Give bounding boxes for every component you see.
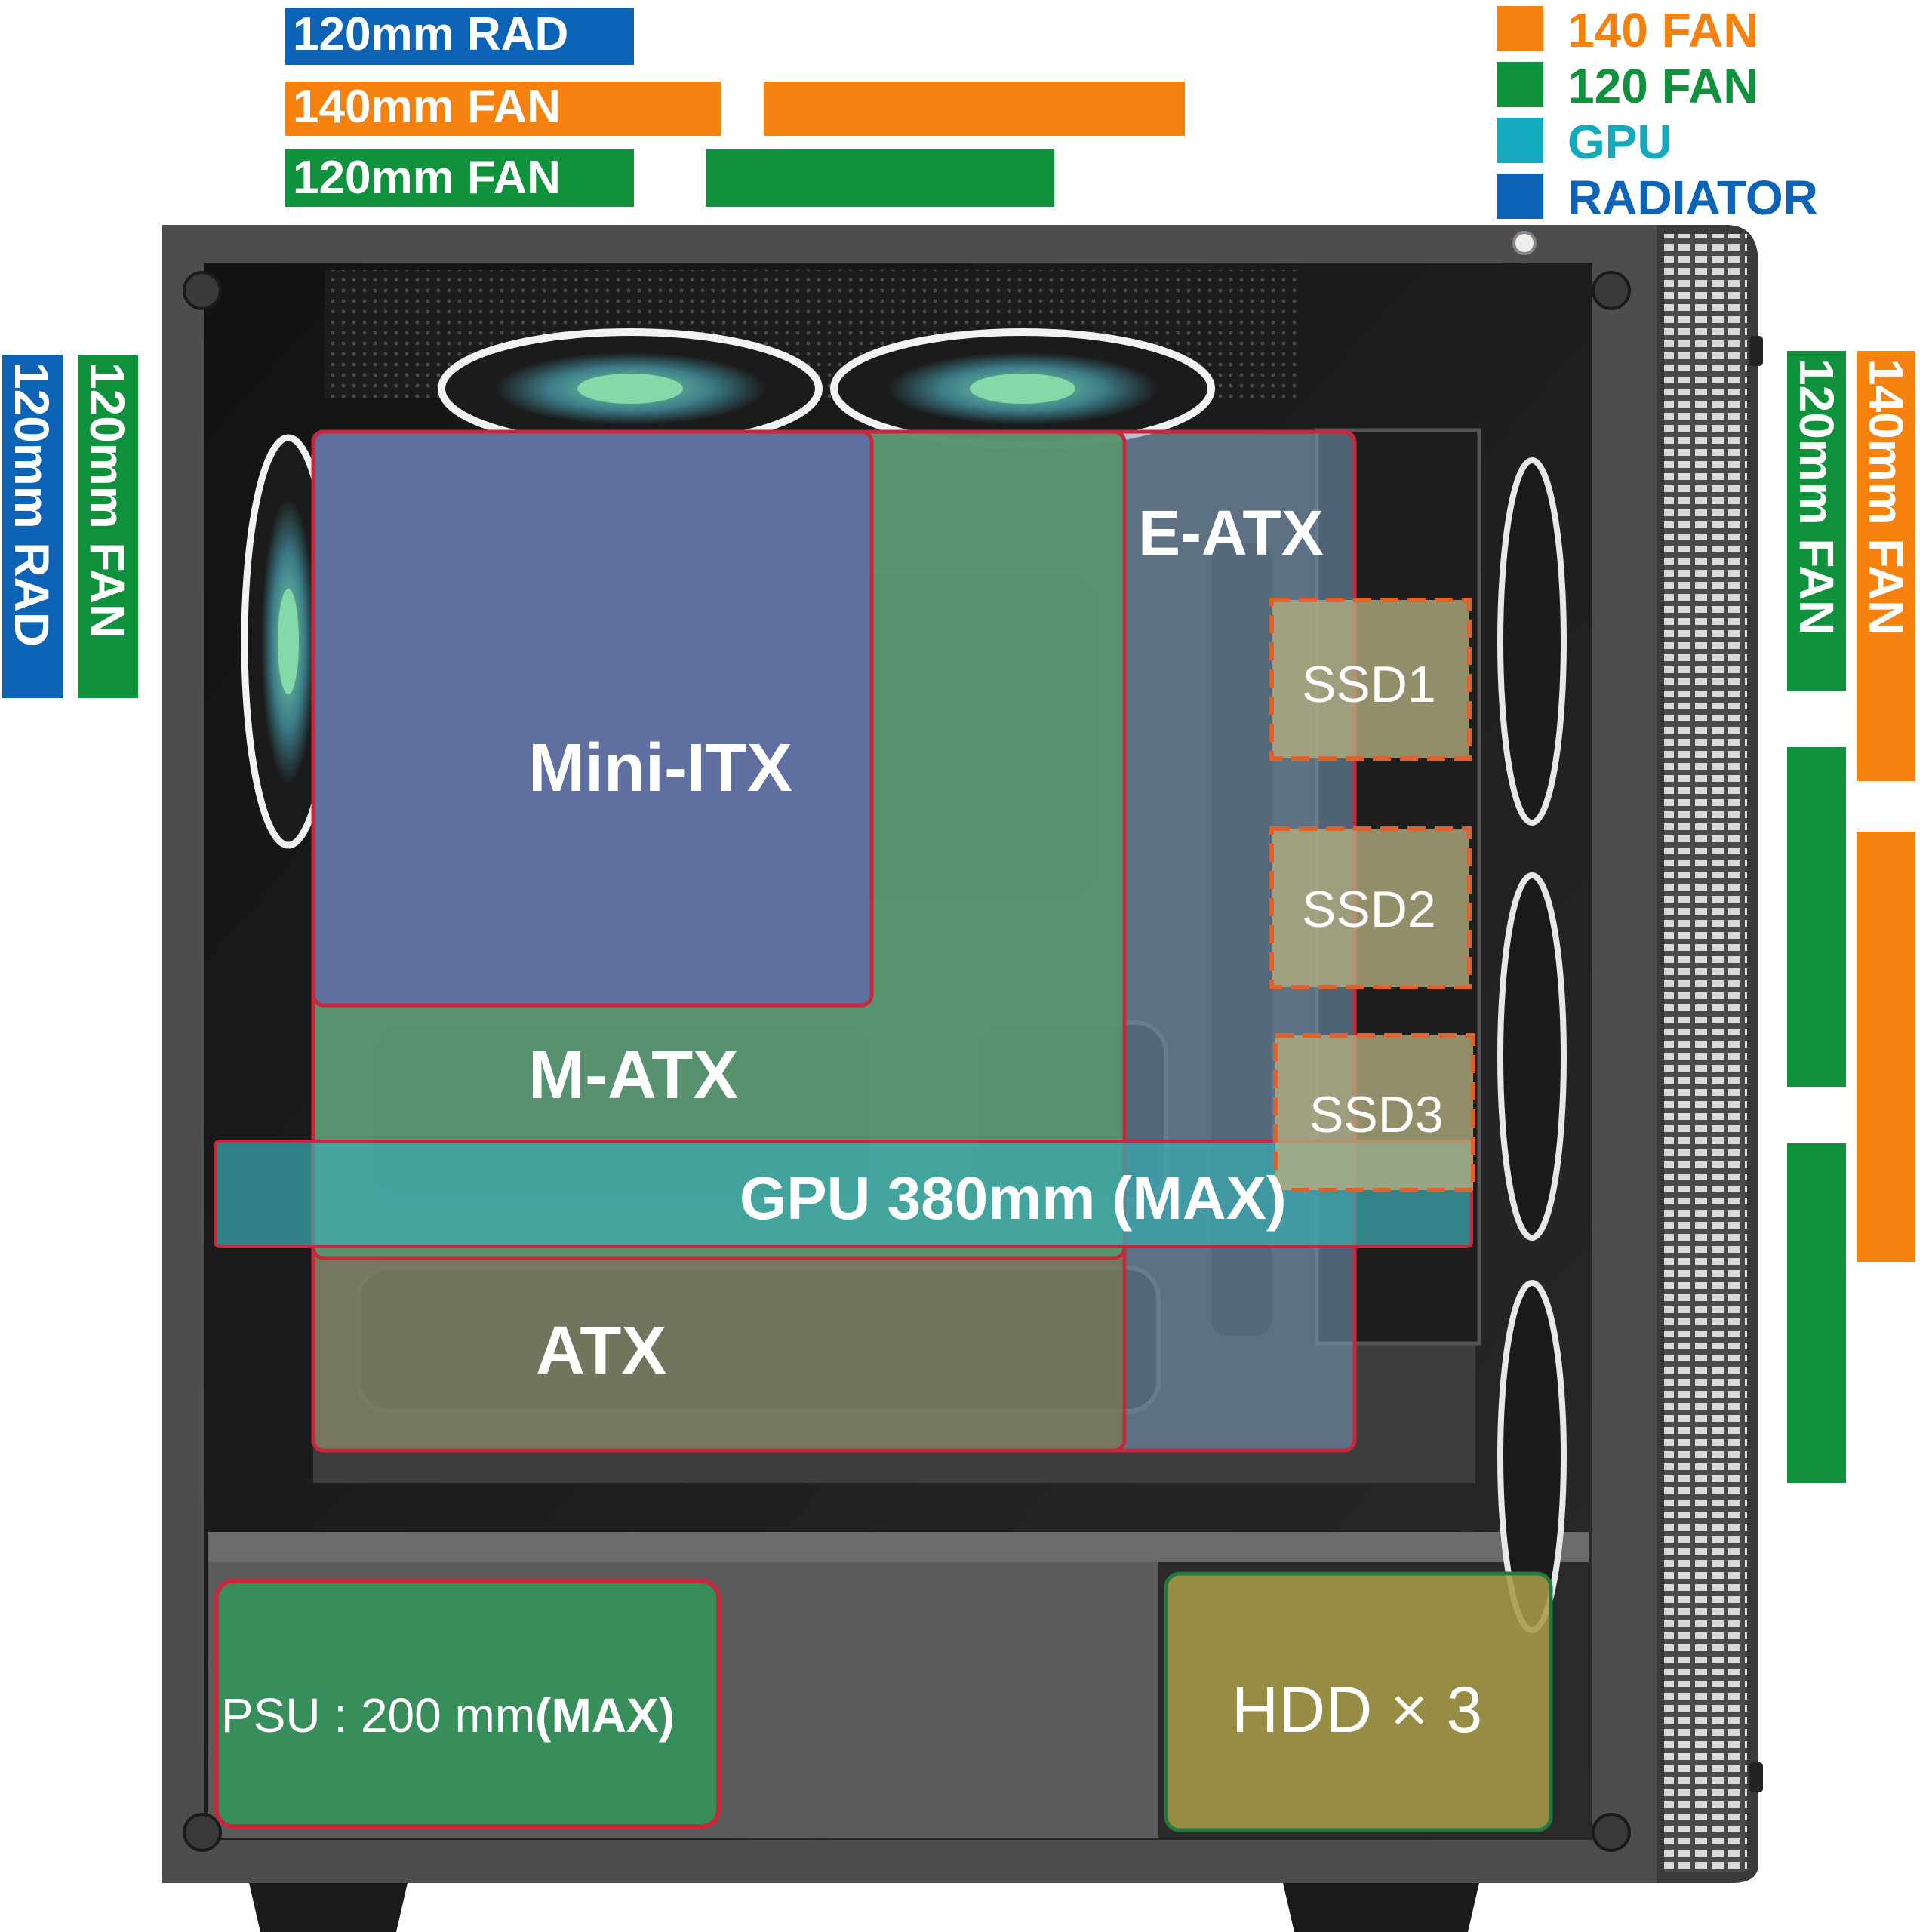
zone-hdd (1164, 1571, 1553, 1832)
zone-labels: E-ATX Mini-ITX M-ATX ATX GPU 380mm (MAX)… (221, 497, 1482, 1746)
label-atx: ATX (536, 1313, 666, 1389)
front-button-bottom (1749, 1762, 1763, 1792)
top-bar-fan120-b (706, 149, 1054, 207)
label-psu-suffix: (MAX) (535, 1688, 675, 1743)
label-hdd: HDD × 3 (1232, 1674, 1482, 1746)
legend-fan120: 120 FAN (1567, 59, 1758, 113)
front-bar-fan140-a (1857, 351, 1915, 781)
front-mesh-grid (1664, 234, 1747, 1872)
rear-bar-fan120-label: 120mm FAN (80, 362, 134, 638)
legend-swatch-radiator (1497, 174, 1543, 219)
zone-ssd1 (1269, 598, 1472, 761)
label-gpu: GPU 380mm (MAX) (740, 1164, 1287, 1232)
front-rgb-button (1512, 231, 1537, 255)
front-bar-fan120-a (1787, 351, 1846, 691)
zone-overlays (214, 429, 1553, 1832)
label-ssd2: SSD2 (1302, 881, 1436, 938)
case-foot-left (249, 1883, 408, 1932)
rear-clearance-bars: 120mm RAD 120mm FAN (2, 355, 138, 698)
top-bar-fan120-label: 120mm FAN (293, 152, 561, 204)
label-ssd1: SSD1 (1302, 656, 1436, 713)
screw-bottom-right (1592, 1813, 1631, 1852)
top-bar-rad120 (285, 8, 634, 65)
rear-bar-fan120 (78, 355, 138, 698)
screw-bottom-left (183, 1813, 222, 1852)
top-bar-fan140-label: 140mm FAN (293, 81, 561, 133)
label-matx: M-ATX (528, 1038, 738, 1113)
front-bar-fan120-c (1787, 1143, 1846, 1483)
zone-psu (214, 1579, 721, 1829)
label-ssd3: SSD3 (1309, 1086, 1444, 1143)
top-bar-fan140-a (285, 82, 721, 136)
front-bar-fan120-b (1787, 747, 1846, 1087)
front-bar-fan140-label: 140mm FAN (1859, 358, 1913, 635)
zone-gpu (214, 1140, 1473, 1248)
screw-top-right (1592, 271, 1631, 310)
top-bar-rad120-label: 120mm RAD (293, 8, 568, 60)
legend-fan140: 140 FAN (1567, 3, 1758, 57)
top-bar-fan120-a (285, 149, 634, 207)
legend: 140 FAN 120 FAN GPU RADIATOR (1497, 3, 1818, 225)
screw-top-left (183, 271, 222, 310)
front-bar-fan120-label: 120mm FAN (1789, 358, 1844, 635)
legend-swatch-gpu (1497, 118, 1543, 163)
label-eatx: E-ATX (1138, 497, 1324, 568)
rear-bar-rad120 (2, 355, 63, 698)
psu-shroud-top-edge (208, 1532, 1589, 1562)
rear-bar-rad120-label: 120mm RAD (5, 362, 59, 647)
legend-swatch-fan120 (1497, 62, 1543, 107)
legend-swatch-fan140 (1497, 6, 1543, 51)
front-fans (1497, 457, 1567, 1633)
case-foot-right (1283, 1883, 1479, 1932)
front-button-top (1749, 336, 1763, 366)
zone-miniitx (311, 429, 874, 1008)
top-clearance-bars: 120mm RAD 140mm FAN 120mm FAN (285, 8, 1185, 207)
label-psu: PSU : 200 mm(MAX) (221, 1688, 675, 1743)
label-miniitx: Mini-ITX (528, 731, 792, 806)
front-bar-fan140-b (1857, 832, 1915, 1262)
front-clearance-bars: 120mm FAN 140mm FAN (1787, 351, 1915, 1483)
top-fan-right (830, 328, 1215, 449)
legend-radiator: RADIATOR (1567, 171, 1818, 225)
label-psu-prefix: PSU : 200 mm (221, 1688, 535, 1743)
top-fan-left (438, 328, 823, 449)
zone-ssd2 (1269, 826, 1472, 989)
legend-gpu: GPU (1567, 115, 1672, 169)
zone-ssd3 (1273, 1033, 1475, 1192)
top-bar-fan140-b (764, 82, 1185, 136)
